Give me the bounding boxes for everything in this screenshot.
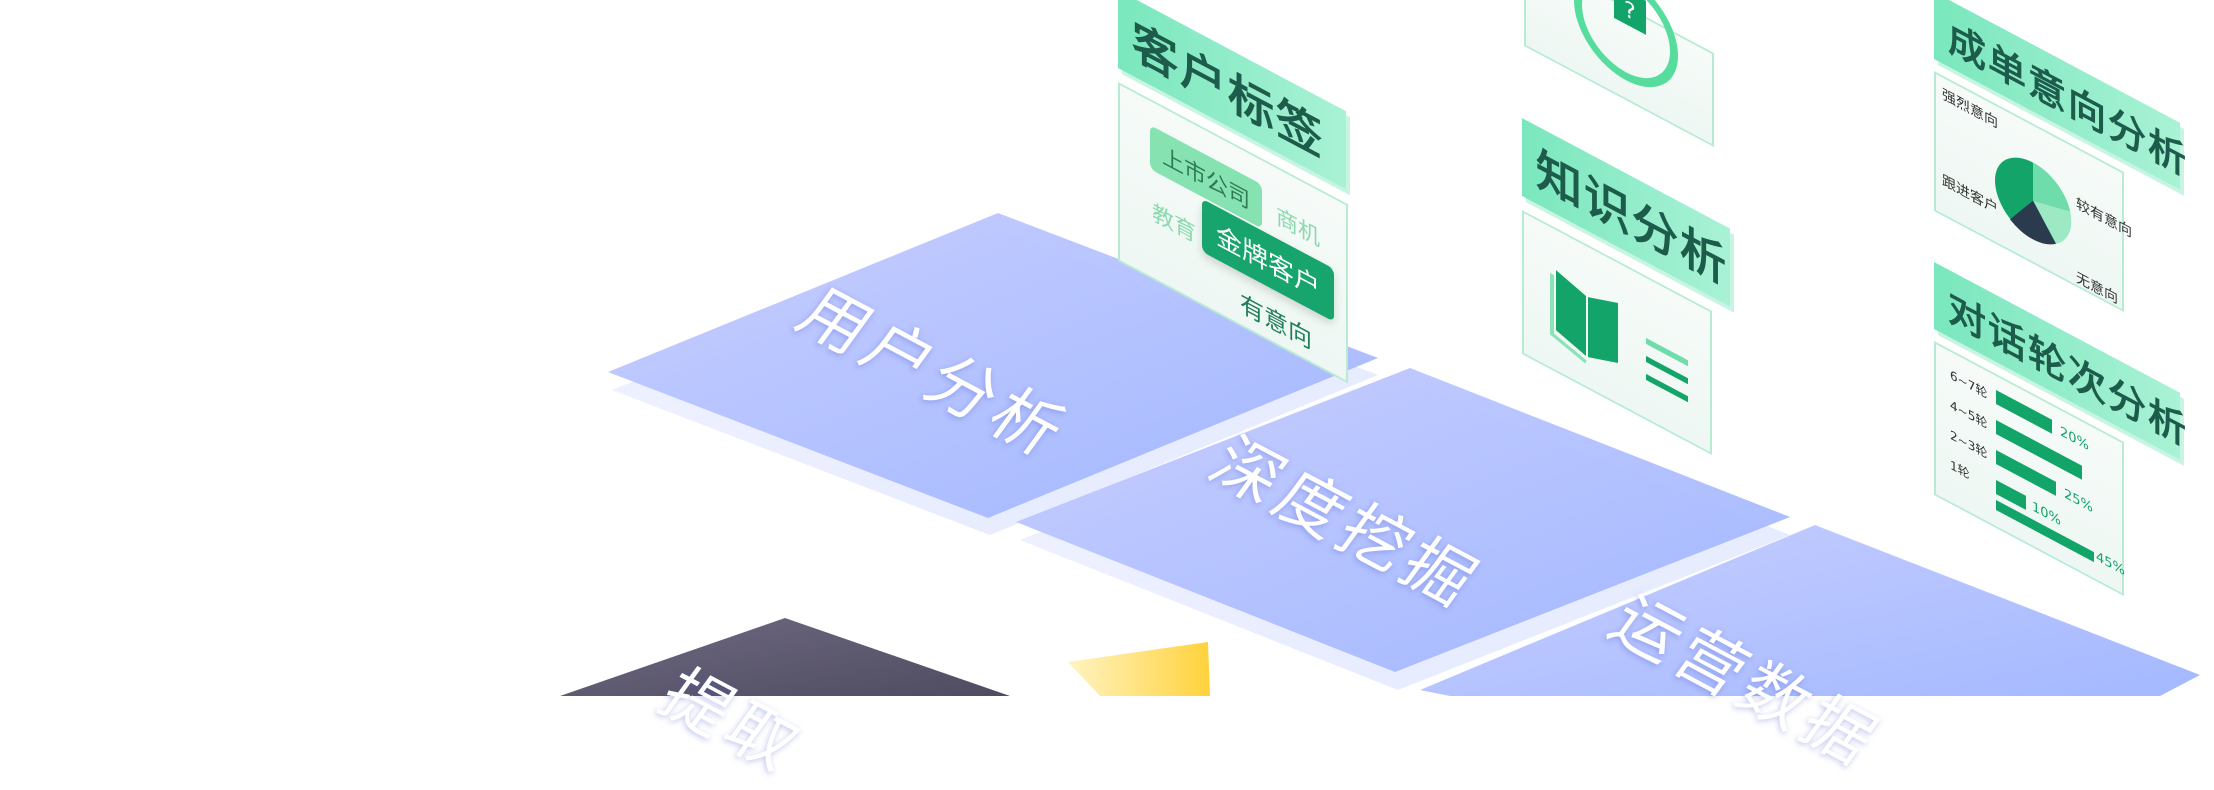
tile-extract xyxy=(560,618,1010,696)
svg-text:?: ? xyxy=(1624,0,1636,27)
pie-chart-icon xyxy=(1995,157,2072,245)
pie-label-strong: 强烈意向 xyxy=(1942,86,1998,133)
card-knowledge: 知识分析 xyxy=(1522,118,1730,465)
yellow-wedge xyxy=(1068,642,1210,696)
clock-icon: ? xyxy=(1574,0,1678,88)
book-icon xyxy=(1550,270,1688,403)
round-pct-0: 20% xyxy=(2060,423,2089,455)
round-pct-1: 25% xyxy=(2064,486,2093,517)
card-body xyxy=(1522,210,1712,456)
round-label-3: 1轮 xyxy=(1950,457,1970,482)
tile-deep-mining xyxy=(1016,368,1790,672)
isometric-diagram: 用户分析 深度挖掘 运营数据 提取 客户标签 上市公司 商机 金牌客户 教育 有… xyxy=(560,0,2200,787)
round-label-2: 2~3轮 xyxy=(1950,427,1988,462)
pie-label-moderate: 较有意向 xyxy=(2076,195,2132,242)
round-label-0: 6~7轮 xyxy=(1950,367,1988,402)
card-body: ? xyxy=(1524,0,1714,148)
card-intent: 成单意向分析 强烈意向 较有意向 跟进客户 无意向 xyxy=(1934,0,2188,342)
platform-svg xyxy=(560,213,2200,696)
tile-ops-data xyxy=(1420,525,2200,696)
round-label-1: 4~5轮 xyxy=(1950,397,1988,432)
tag-education: 教育 xyxy=(1152,200,1197,249)
round-pct-extra: 45% xyxy=(2096,549,2125,580)
card-clock: ? xyxy=(1524,0,1714,148)
card-body: 强烈意向 较有意向 跟进客户 无意向 xyxy=(1934,71,2132,313)
